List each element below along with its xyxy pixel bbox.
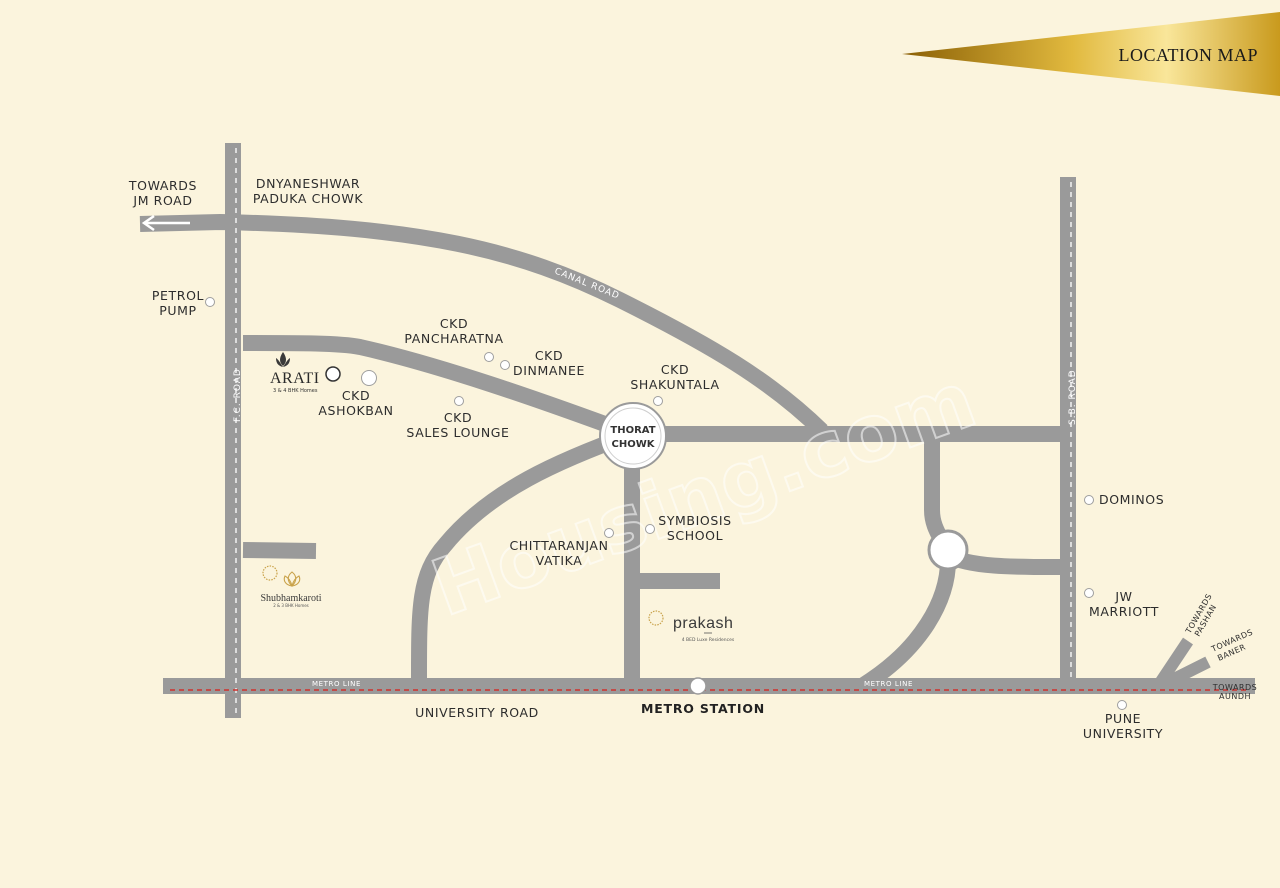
chittaranjan-label-2: VATIKA [536,553,583,568]
sales-lounge-label-1: CKD [444,410,472,425]
header-banner: LOCATION MAP [902,12,1280,96]
shakuntala-label-1: CKD [661,362,689,377]
shakuntala-label-2: SHAKUNTALA [630,377,719,392]
pune-university-label-1: PUNE [1105,711,1141,726]
prakash-project: prakash 4 BED Luxe Residences [648,610,735,643]
lotus-icon [283,571,301,587]
sb-road-label: S.B. ROAD [1068,369,1078,425]
towards-aundh-label-1: TOWARDS [1212,683,1257,692]
symbiosis-marker [645,524,655,534]
metro-station-marker [689,677,707,695]
canal-road [139,214,828,437]
symbiosis-label-1: SYMBIOSIS [658,513,731,528]
road-chittaranjan [410,426,635,687]
towards-jm-label-1: TOWARDS [128,178,197,193]
canal-road-label: CANAL ROAD [553,267,621,302]
road-shubhamkaroti [242,542,317,559]
ashokban-label-2: ASHOKBAN [318,403,393,418]
shubhamkaroti-name: Shubhamkaroti [260,593,321,604]
thorat-chowk-label-2: CHOWK [612,439,656,450]
towards-jm-label-2: JM ROAD [132,193,192,208]
gold-banner-shape [902,12,1280,96]
dominos-label: DOMINOS [1099,492,1164,507]
jw-marriott-label-1: JW [1114,589,1132,604]
arati-name: ARATI [270,370,320,387]
dominos-marker [1084,495,1094,505]
dnyaneshwar-label-1: DNYANESHWAR [256,176,360,191]
chittaranjan-marker [604,528,614,538]
pune-university-label-2: UNIVERSITY [1083,726,1163,741]
thorat-chowk-marker [599,402,667,470]
jw-marriott-marker [1084,588,1094,598]
arrow-left-icon [141,214,190,232]
sales-lounge-marker [454,396,464,406]
dnyaneshwar-label-2: PADUKA CHOWK [253,191,363,206]
petrol-pump-label-1: PETROL [152,288,204,303]
dinmanee-label-1: CKD [535,348,563,363]
pune-university-marker [1117,700,1127,710]
arati-logo-icon [276,352,290,367]
roundabout-marker [927,529,969,571]
university-road-label: UNIVERSITY ROAD [415,705,539,720]
arati-project: ARATI 3 & 4 BHK Homes [270,352,341,394]
metro-line-label: METRO LINE [312,680,361,688]
shubhamkaroti-project: Shubhamkaroti 2 & 3 BHK Homes [260,565,322,608]
shakuntala-marker [653,396,663,406]
arati-tagline: 3 & 4 BHK Homes [273,388,318,394]
ashokban-label-1: CKD [342,388,370,403]
jw-marriott-label-2: MARRIOTT [1089,604,1159,619]
page-title: LOCATION MAP [1118,45,1258,65]
metro-line-label-2: METRO LINE [864,680,913,688]
road-ashokban [242,335,635,442]
dinmanee-marker [500,360,510,370]
metro-station-label: METRO STATION [641,701,765,716]
towards-aundh-label-2: AUNDH [1219,692,1251,701]
road-towards-baner [1157,656,1211,692]
prakash-name: prakash [673,615,733,632]
thorat-chowk: THORAT CHOWK [599,402,667,470]
thorat-chowk-label-1: THORAT [610,425,655,436]
pancharatna-label-2: PANCHARATNA [404,331,503,346]
chittaranjan-label-1: CHITTARANJAN [509,538,608,553]
symbiosis-label-2: SCHOOL [667,528,723,543]
dinmanee-label-2: DINMANEE [513,363,585,378]
fc-road-label: F.C. ROAD [233,368,243,422]
pancharatna-label-1: CKD [440,316,468,331]
prakash-marker [648,610,664,626]
road-roundabout-south [857,554,957,693]
shubhamkaroti-marker [262,565,278,581]
sales-lounge-label-2: SALES LOUNGE [406,425,509,440]
prakash-tagline: 4 BED Luxe Residences [682,637,735,643]
petrol-pump-marker [205,297,215,307]
arati-marker [325,366,341,382]
ashokban-marker [361,370,377,386]
petrol-pump-label-2: PUMP [159,303,196,318]
shubhamkaroti-tagline: 2 & 3 BHK Homes [273,603,309,608]
pancharatna-marker [484,352,494,362]
